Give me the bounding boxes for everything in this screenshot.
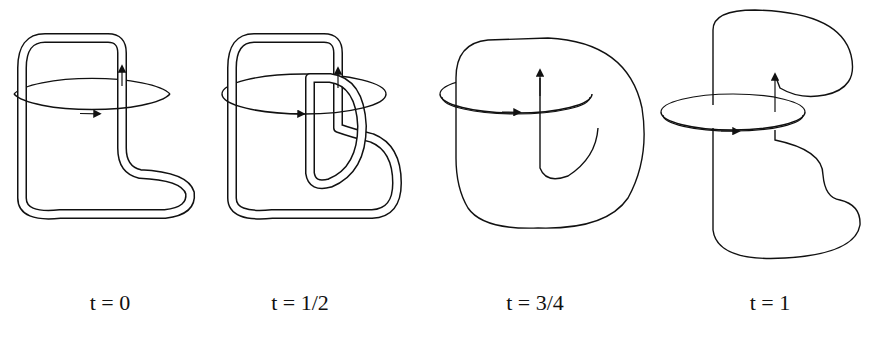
- surface-panel-one: [661, 10, 860, 258]
- surface-panel-three-quarter: [440, 38, 644, 228]
- time-label: t = 0: [88, 290, 133, 316]
- band-panel-0: [14, 38, 190, 215]
- time-label: t = 1: [748, 290, 793, 316]
- time-label: t = 3/4: [504, 290, 566, 316]
- band-panel-half: [222, 38, 397, 215]
- time-label: t = 1/2: [269, 290, 331, 316]
